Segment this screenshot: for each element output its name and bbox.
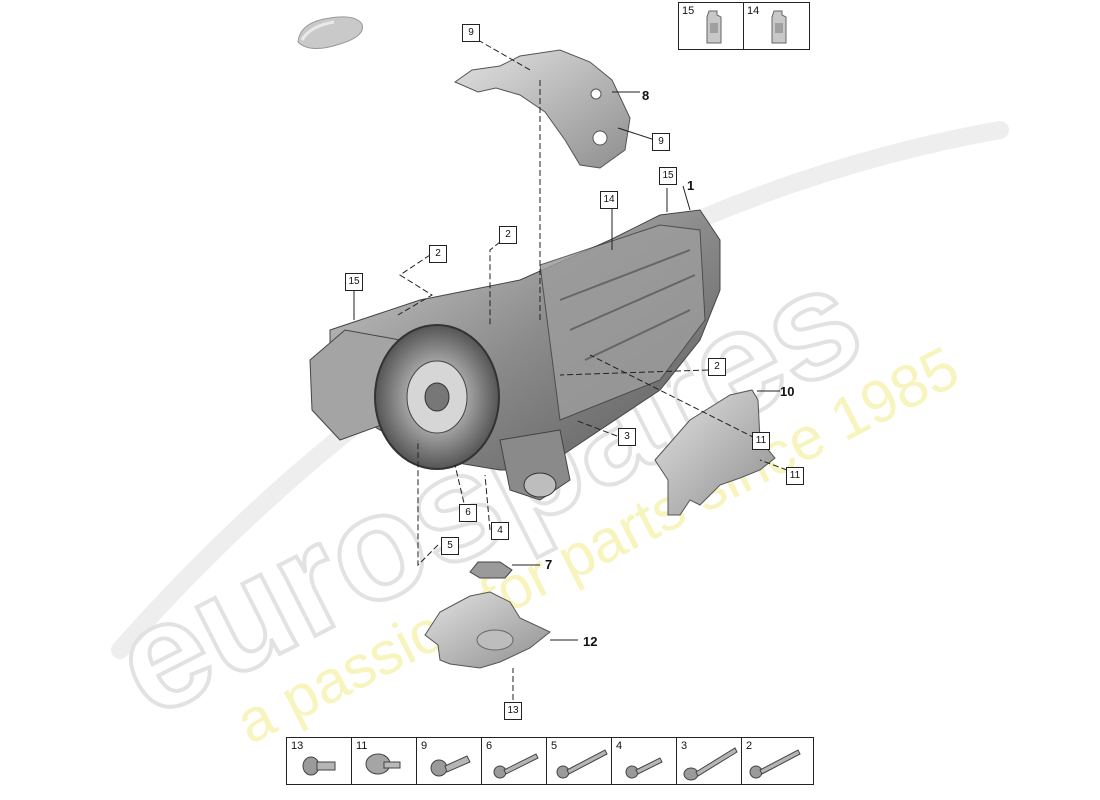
callout-11: 11 bbox=[786, 467, 804, 485]
callout-5: 5 bbox=[441, 537, 459, 555]
fluid-item-label: 15 bbox=[682, 5, 695, 17]
torx-bolt-icon bbox=[430, 755, 471, 777]
part-label-7: 7 bbox=[545, 557, 553, 572]
callout-9: 9 bbox=[462, 24, 480, 42]
part-label-12: 12 bbox=[583, 634, 598, 649]
long-bolt-icon bbox=[749, 749, 801, 779]
fastener-item-label: 2 bbox=[746, 740, 753, 752]
callout-4: 4 bbox=[491, 522, 509, 540]
callout-3: 3 bbox=[618, 428, 636, 446]
fastener-item-label: 11 bbox=[356, 740, 368, 752]
fastener-item-5: 5 bbox=[547, 738, 612, 784]
oil-bottle-icon bbox=[706, 10, 722, 44]
fastener-item-4: 4 bbox=[612, 738, 677, 784]
leader-lines bbox=[353, 39, 788, 700]
fluid-item-15: 15 bbox=[679, 3, 744, 49]
fastener-item-label: 9 bbox=[421, 740, 428, 752]
callout-9: 9 bbox=[652, 133, 670, 151]
part-label-1: 1 bbox=[687, 178, 695, 193]
fastener-item-label: 13 bbox=[291, 740, 304, 752]
fastener-legend: 13 11 9 6 bbox=[286, 737, 814, 785]
fastener-item-6: 6 bbox=[482, 738, 547, 784]
mounting-bracket bbox=[469, 561, 513, 579]
callout-2: 2 bbox=[708, 358, 726, 376]
torx-bolt-icon bbox=[302, 756, 336, 776]
transmission-housing bbox=[309, 209, 721, 501]
fluid-item-14: 14 bbox=[744, 3, 808, 49]
callout-15: 15 bbox=[659, 167, 677, 185]
oil-bottle-icon bbox=[771, 10, 787, 44]
car-silhouette-icon bbox=[297, 16, 364, 49]
bolt-icon bbox=[493, 753, 539, 779]
callout-13: 13 bbox=[504, 702, 522, 720]
fastener-item-label: 6 bbox=[486, 740, 493, 752]
part-label-8: 8 bbox=[642, 88, 650, 103]
bolt-icon bbox=[625, 757, 663, 779]
callout-2: 2 bbox=[499, 226, 517, 244]
fastener-item-9: 9 bbox=[417, 738, 482, 784]
fastener-item-label: 5 bbox=[551, 740, 558, 752]
callout-2: 2 bbox=[429, 245, 447, 263]
part-label-10: 10 bbox=[780, 384, 795, 399]
fastener-item-2: 2 bbox=[742, 738, 807, 784]
long-bolt-icon bbox=[556, 749, 608, 779]
long-bolt-icon bbox=[683, 747, 738, 781]
flange-screw-icon bbox=[365, 753, 401, 775]
callout-6: 6 bbox=[459, 504, 477, 522]
side-heat-shield bbox=[654, 389, 776, 516]
fastener-item-11: 11 bbox=[352, 738, 417, 784]
callout-15: 15 bbox=[345, 273, 363, 291]
fastener-item-3: 3 bbox=[677, 738, 742, 784]
fastener-item-label: 3 bbox=[681, 740, 688, 752]
fastener-item-label: 4 bbox=[616, 740, 623, 752]
fluid-item-label: 14 bbox=[747, 5, 760, 17]
lower-heat-shield bbox=[424, 591, 551, 669]
upper-heat-shield bbox=[453, 49, 631, 169]
fluid-legend: 15 14 bbox=[678, 2, 810, 50]
callout-14: 14 bbox=[600, 191, 618, 209]
callout-11: 11 bbox=[752, 432, 770, 450]
fastener-item-13: 13 bbox=[287, 738, 352, 784]
